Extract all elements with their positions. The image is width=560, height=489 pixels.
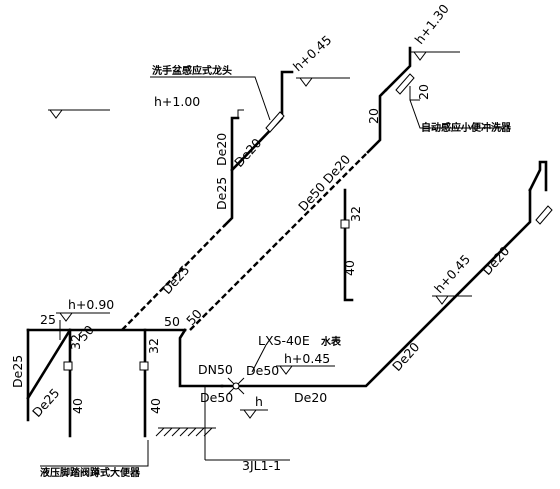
valve-box-c — [340, 219, 350, 229]
valve-box-a — [63, 361, 73, 371]
urinal-flush-icon — [395, 73, 415, 95]
branch-de50-main — [189, 151, 369, 331]
label-meter-cn: 水表 — [320, 335, 342, 348]
riser-stub — [237, 109, 244, 118]
label-32-c: 32 — [146, 338, 161, 354]
branch-de25-upper — [223, 116, 240, 227]
elev-marker-045-meter — [279, 365, 293, 375]
branch-de50-solid — [366, 88, 388, 154]
branch-de25-dashed — [121, 224, 226, 331]
branch-urinal — [384, 46, 412, 92]
elev-marker-130 — [413, 51, 427, 61]
elev-marker-045-top — [299, 77, 313, 87]
basin-valve-icon — [265, 111, 285, 133]
label-h-045-meter: h+0.45 — [284, 351, 330, 366]
label-urinal-flush: 自动感应小便冲洗器 — [421, 121, 512, 134]
label-riser-code: 3JL1-1 — [242, 458, 281, 473]
branch-basin — [230, 70, 294, 172]
ground-hatch — [155, 427, 213, 437]
branch-de25-lower — [26, 328, 72, 400]
label-20-mid: 20 — [366, 108, 381, 124]
label-h-100: h+1.00 — [154, 94, 200, 109]
label-de20-d: De20 — [294, 390, 327, 405]
label-h-090: h+0.90 — [68, 297, 114, 312]
label-20-top: 20 — [416, 84, 431, 100]
valve-box-b — [139, 361, 149, 371]
label-50-c: 50 — [183, 306, 205, 328]
label-h-045-top: h+0.45 — [290, 32, 334, 74]
riser-main — [178, 328, 224, 388]
water-meter-icon — [227, 377, 245, 395]
label-h: h — [255, 394, 263, 409]
label-de50-b: De50 — [200, 390, 233, 405]
label-h-130: h+1.30 — [412, 1, 452, 47]
branch-bottom-right-stub — [528, 160, 548, 192]
branch-mid-stub — [343, 188, 354, 302]
elev-marker-100 — [49, 109, 63, 119]
elev-marker-090 — [59, 312, 73, 322]
label-40-c: 40 — [148, 398, 163, 414]
leader-urinal — [409, 99, 502, 129]
label-de20-a: De20 — [214, 133, 229, 166]
label-de25-b: De25 — [159, 262, 192, 297]
label-25: 25 — [40, 312, 56, 327]
label-dn50: DN50 — [198, 362, 233, 377]
right-fixture-icon — [535, 205, 553, 225]
label-de25-c: De25 — [10, 355, 25, 388]
label-40-a: 40 — [342, 260, 357, 276]
label-40-b: 40 — [70, 398, 85, 414]
label-squat-valve: 液压脚踏阀蹲式大便器 — [40, 466, 141, 479]
leader-squat — [40, 440, 149, 467]
elev-marker-h — [243, 409, 257, 419]
elev-marker-045-right — [435, 295, 449, 305]
label-meter-code: LXS-40E — [258, 333, 310, 348]
label-32-b: 32 — [68, 334, 83, 350]
label-de50-a: De50 — [246, 363, 279, 378]
label-de20-right: De20 — [479, 243, 512, 278]
label-de25-a: De25 — [214, 177, 229, 210]
leader-meter — [251, 344, 267, 373]
label-h-045-right: h+0.45 — [431, 252, 473, 296]
branch-bottom — [220, 188, 532, 388]
label-32-a: 32 — [348, 206, 363, 222]
label-50-b: 50 — [164, 314, 180, 329]
label-basin-valve: 洗手盆感应式龙头 — [152, 64, 232, 77]
leader-basin — [150, 76, 271, 121]
